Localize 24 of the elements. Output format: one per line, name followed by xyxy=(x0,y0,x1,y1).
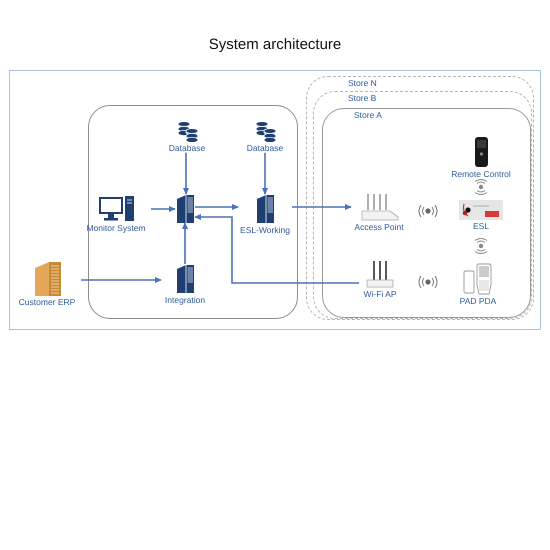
node-label: PAD PDA xyxy=(460,297,496,307)
node-label: Access Point xyxy=(354,223,404,233)
arrow xyxy=(194,214,359,284)
arrow xyxy=(262,152,268,195)
diagram-title: System architecture xyxy=(208,36,342,53)
store-label: Store A xyxy=(354,111,382,121)
node-label: Database xyxy=(168,144,206,154)
platform-panel xyxy=(88,105,298,319)
arrow xyxy=(292,204,352,210)
store-label: Store N xyxy=(348,79,377,89)
arrow xyxy=(183,152,189,195)
arrow xyxy=(195,204,239,210)
node-label: Customer ERP xyxy=(18,298,76,308)
node-label: Integration xyxy=(164,296,206,306)
node-label: Database xyxy=(246,144,284,154)
node-label: ESL xyxy=(472,222,490,232)
arrow xyxy=(81,277,162,283)
arrow xyxy=(182,222,188,264)
node-label: Wi-Fi AP xyxy=(363,290,397,300)
store-label: Store B xyxy=(348,94,376,104)
node-label: Remote Control xyxy=(451,170,511,180)
arrow xyxy=(151,206,176,212)
node-label: Monitor System xyxy=(86,224,146,234)
node-label: ESL-Working xyxy=(240,226,290,236)
